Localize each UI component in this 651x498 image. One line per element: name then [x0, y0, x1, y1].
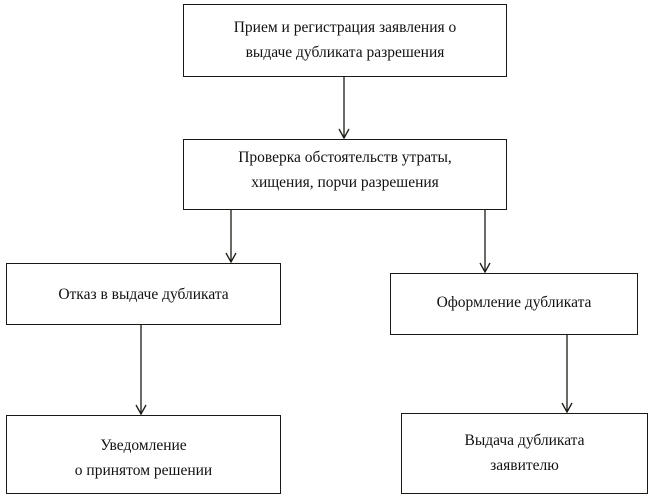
node-label: Прием и регистрация заявления о выдаче д… [233, 19, 457, 61]
edge-reception-to-check [338, 77, 350, 140]
node-circumstances-check: Проверка обстоятельств утраты, хищения, … [183, 139, 507, 210]
edge-refusal-to-notification [135, 325, 147, 416]
node-duplicate-preparation: Оформление дубликата [390, 273, 638, 335]
node-label: Оформление дубликата [436, 294, 592, 311]
node-label: Выдача дубликата заявителю [464, 432, 585, 474]
edge-check-to-refusal [225, 210, 237, 264]
node-label: Уведомление о принятом решении [74, 437, 213, 479]
node-duplicate-issuance: Выдача дубликата заявителю [401, 413, 648, 494]
node-decision-notification: Уведомление о принятом решении [6, 415, 281, 494]
node-application-reception: Прием и регистрация заявления о выдаче д… [183, 4, 507, 77]
node-label: Проверка обстоятельств утраты, хищения, … [238, 149, 452, 191]
edge-check-to-preparation [479, 210, 491, 274]
node-label: Отказ в выдаче дубликата [58, 286, 229, 303]
edge-preparation-to-issuance [561, 335, 573, 414]
node-refusal: Отказ в выдаче дубликата [6, 263, 281, 325]
